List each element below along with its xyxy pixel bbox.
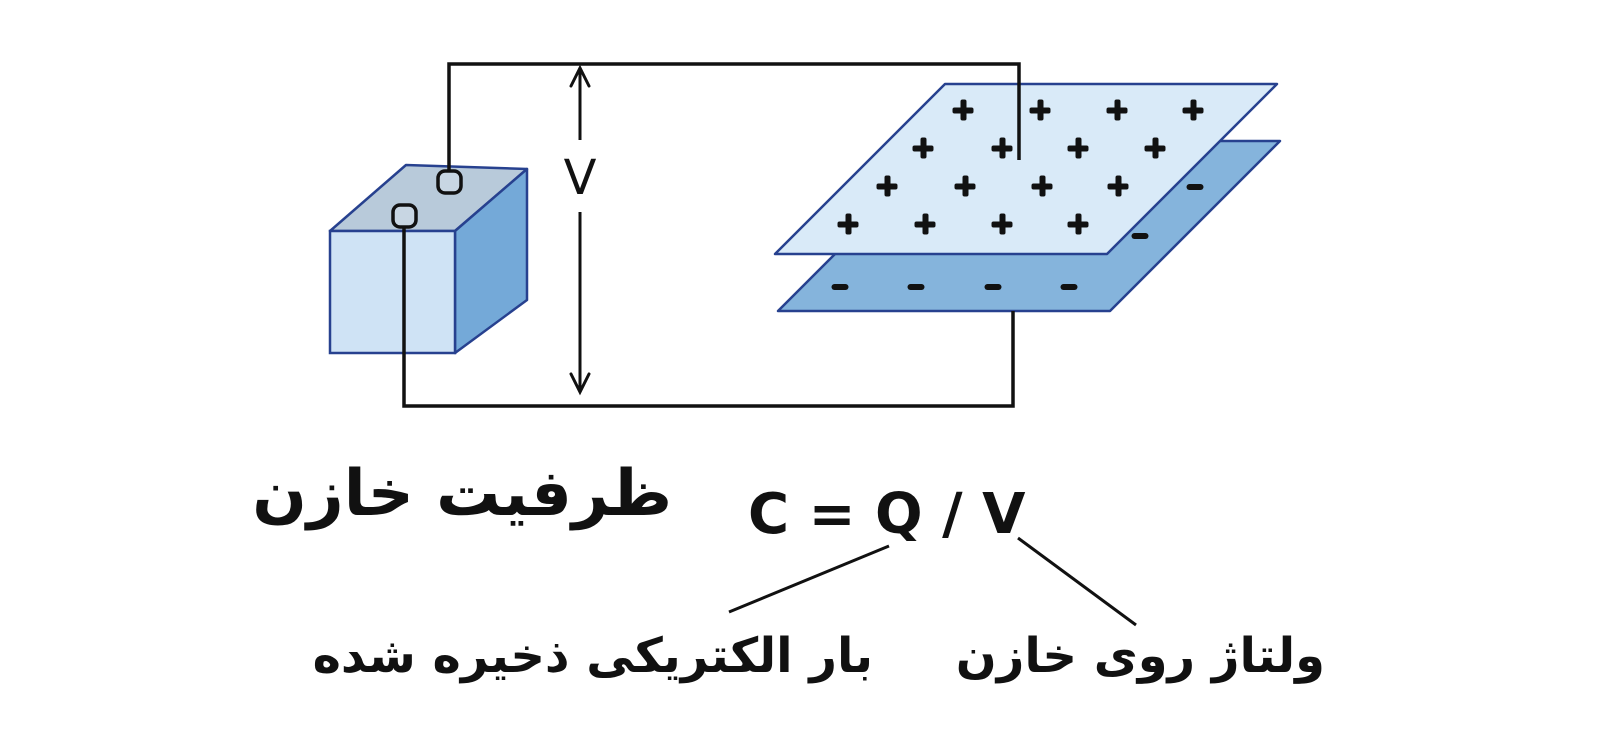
plus-charge-icon bbox=[837, 213, 859, 235]
plus-charge-icon bbox=[954, 175, 976, 197]
plus-charge-icon bbox=[876, 175, 898, 197]
battery bbox=[328, 163, 529, 355]
arrow-down-icon bbox=[569, 372, 591, 396]
capacitance-title: ظرفیت خازن bbox=[252, 457, 672, 531]
plus-charge-icon bbox=[1182, 99, 1204, 121]
wire-bottom bbox=[402, 227, 1015, 408]
voltage-symbol-label: V bbox=[564, 150, 597, 206]
plus-charge-icon bbox=[991, 213, 1013, 235]
arrow-up-icon bbox=[569, 64, 591, 88]
minus-charge-icon bbox=[831, 284, 849, 290]
plus-charge-icon bbox=[1029, 99, 1051, 121]
minus-charge-icon bbox=[907, 284, 925, 290]
plus-charge-icon bbox=[914, 213, 936, 235]
wire-top bbox=[447, 62, 1021, 172]
pointer-line-voltage bbox=[1017, 536, 1137, 627]
charge-label: بار الکتریکی ذخیره شده bbox=[312, 628, 873, 684]
plus-charge-icon bbox=[1106, 99, 1128, 121]
plus-charge-icon bbox=[1067, 213, 1089, 235]
battery-terminal-left bbox=[391, 203, 418, 229]
plus-charge-icon bbox=[991, 137, 1013, 159]
minus-charge-icon bbox=[1060, 284, 1078, 290]
minus-charge-icon bbox=[1131, 233, 1149, 239]
minus-charge-icon bbox=[1186, 184, 1204, 190]
plus-charge-icon bbox=[1107, 175, 1129, 197]
equation-text: C = Q / V bbox=[748, 482, 1026, 547]
minus-charge-icon bbox=[984, 284, 1002, 290]
capacitor-top-plate bbox=[773, 82, 1279, 256]
plus-charge-icon bbox=[952, 99, 974, 121]
plus-charge-icon bbox=[912, 137, 934, 159]
plus-charge-icon bbox=[1144, 137, 1166, 159]
voltage-label: ولتاژ روی خازن bbox=[955, 628, 1325, 684]
battery-terminal-right bbox=[436, 169, 463, 195]
plus-charge-icon bbox=[1067, 137, 1089, 159]
voltage-arrow bbox=[569, 64, 591, 396]
battery-front-face bbox=[328, 229, 457, 355]
plus-charge-icon bbox=[1031, 175, 1053, 197]
pointer-line-charge bbox=[728, 544, 890, 614]
